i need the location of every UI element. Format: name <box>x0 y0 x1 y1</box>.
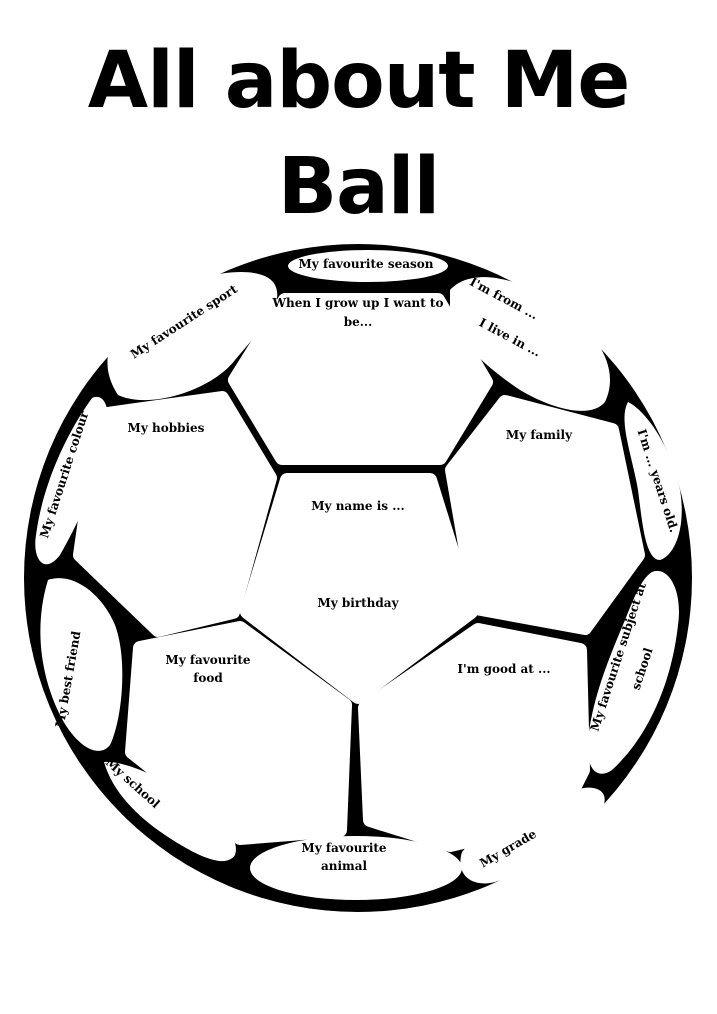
label-food-line-2: food <box>193 671 223 685</box>
panel-rim-left-lower <box>40 578 123 751</box>
label-food-line-1: My favourite <box>165 653 250 667</box>
panel-rim-top <box>288 250 448 282</box>
page-title-line-2: Ball <box>277 142 441 232</box>
label-good-at: I'm good at ... <box>457 662 550 676</box>
panel-top <box>228 293 493 465</box>
label-hobbies: My hobbies <box>128 421 205 435</box>
label-name: My name is ... <box>311 499 404 513</box>
panel-rim-right <box>624 402 682 560</box>
panel-left-upper <box>73 391 277 637</box>
label-animal-line-1: My favourite <box>301 841 386 855</box>
panel-right-upper <box>445 395 645 635</box>
panel-center <box>240 473 478 704</box>
panel-rim-right-lower <box>587 570 679 774</box>
label-animal-line-2: animal <box>321 859 368 873</box>
page-title-line-1: All about Me <box>87 36 631 126</box>
panel-rim-top-right <box>450 277 610 411</box>
panel-rim-bottom <box>250 836 462 900</box>
label-favourite-season: My favourite season <box>299 257 434 271</box>
label-grow-up-line-1: When I grow up I want to <box>272 296 444 310</box>
panel-rim-bottom-right <box>460 787 605 884</box>
label-family: My family <box>506 428 573 442</box>
panel-rim-top-left <box>107 272 278 401</box>
label-grow-up-line-2: be... <box>344 315 373 329</box>
panel-rim-bottom-left <box>104 761 236 862</box>
panel-rim-left <box>35 396 109 565</box>
panel-left-lower <box>125 621 352 845</box>
label-birthday: My birthday <box>317 596 399 610</box>
